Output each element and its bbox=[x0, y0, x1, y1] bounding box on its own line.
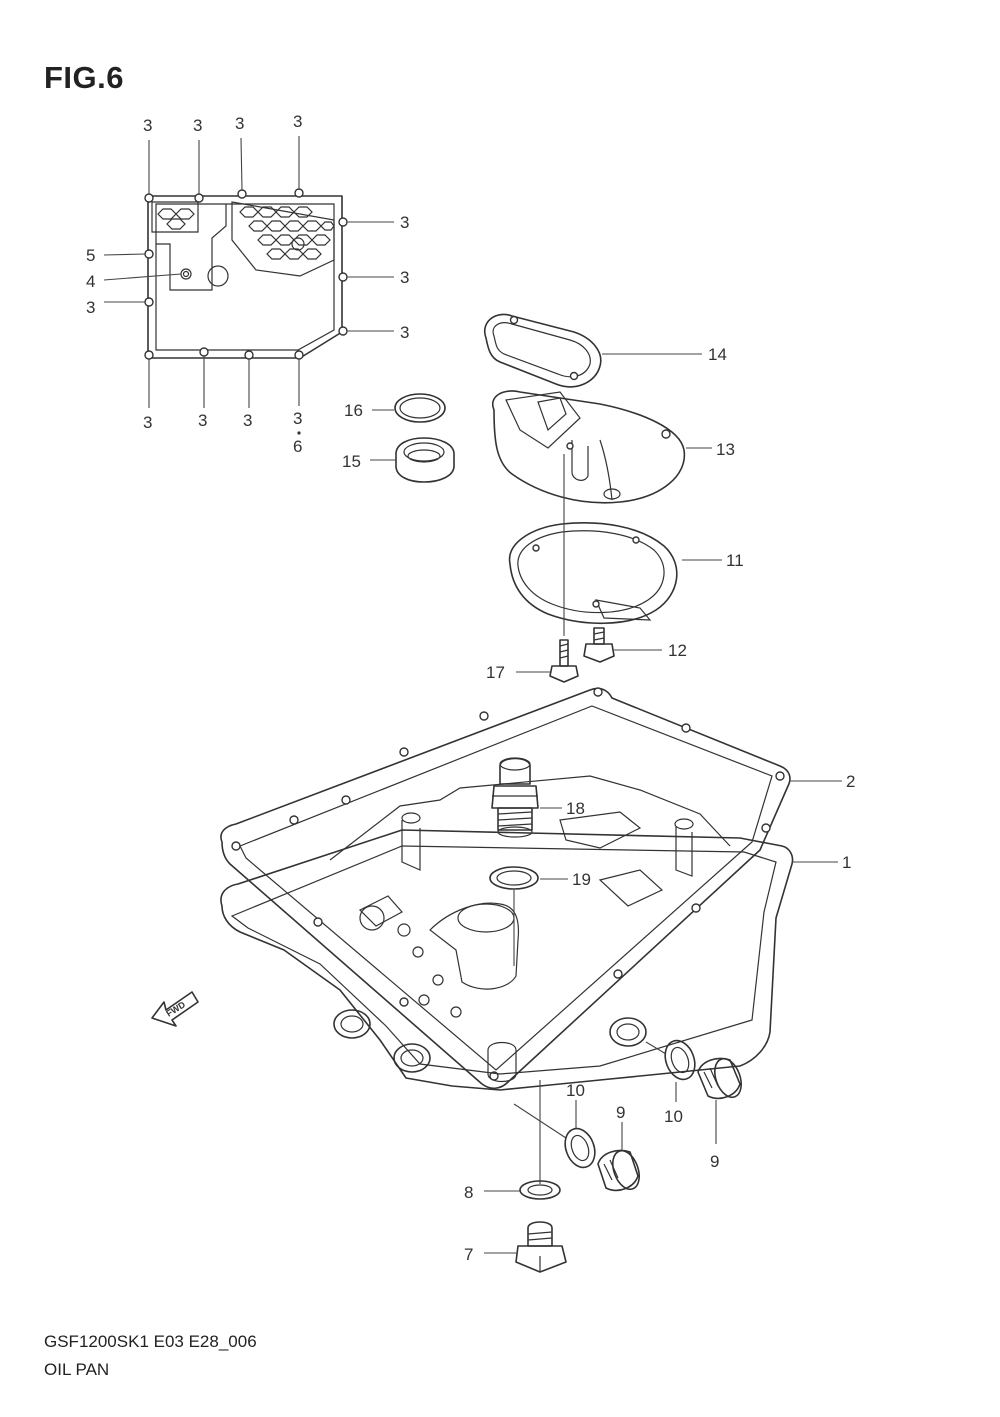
callout-10: 10 bbox=[566, 1081, 585, 1100]
callout-2: 2 bbox=[846, 772, 855, 791]
callout-11: 11 bbox=[726, 551, 744, 570]
callout-3: 3 bbox=[143, 116, 152, 135]
callout-3: 3 bbox=[235, 114, 244, 133]
callout-10: 10 bbox=[664, 1107, 683, 1126]
callout-3: 3 bbox=[293, 409, 302, 428]
callout-3: 3 bbox=[86, 298, 95, 317]
callout-3: 3 bbox=[193, 116, 202, 135]
callout-3: 3 bbox=[400, 213, 409, 232]
oil-pressure-switch-group: 18 19 bbox=[489, 757, 591, 966]
callout-4: 4 bbox=[86, 272, 95, 291]
callout-19: 19 bbox=[572, 870, 591, 889]
diagram-name: OIL PAN bbox=[44, 1360, 110, 1379]
callout-3: 3 bbox=[143, 413, 152, 432]
figure-title: FIG.6 bbox=[44, 60, 125, 95]
oil-pan: 2 1 bbox=[220, 687, 855, 1091]
callout-8: 8 bbox=[464, 1183, 473, 1202]
callout-14: 14 bbox=[708, 345, 727, 364]
callout-6: 6 bbox=[293, 437, 302, 456]
callout-9: 9 bbox=[616, 1103, 625, 1122]
callout-3: 3 bbox=[400, 323, 409, 342]
callout-18: 18 bbox=[566, 799, 585, 818]
callout-3: 3 bbox=[198, 411, 207, 430]
forward-label: FWD bbox=[164, 999, 187, 1019]
callout-1: 1 bbox=[842, 853, 851, 872]
callout-5: 5 bbox=[86, 246, 95, 265]
drain-hardware: 10 9 10 9 8 7 bbox=[464, 1039, 742, 1273]
forward-arrow-icon: FWD bbox=[151, 991, 199, 1027]
callout-13: 13 bbox=[716, 440, 735, 459]
callout-7: 7 bbox=[464, 1245, 473, 1264]
callout-9: 9 bbox=[710, 1152, 719, 1171]
callout-12: 12 bbox=[668, 641, 687, 660]
callout-3: 3 bbox=[400, 268, 409, 287]
callout-15: 15 bbox=[342, 452, 361, 471]
strainer-cover-group: 14 13 11 16 15 bbox=[342, 313, 744, 683]
gasket-inset: 3 3 3 3 3 3 3 5 4 3 3 3 3 3 6 bbox=[86, 112, 409, 456]
callout-17: 17 bbox=[486, 663, 505, 682]
callout-16: 16 bbox=[344, 401, 363, 420]
callout-3: 3 bbox=[243, 411, 252, 430]
diagram-code: GSF1200SK1 E03 E28_006 bbox=[44, 1332, 257, 1351]
callout-3: 3 bbox=[293, 112, 302, 131]
